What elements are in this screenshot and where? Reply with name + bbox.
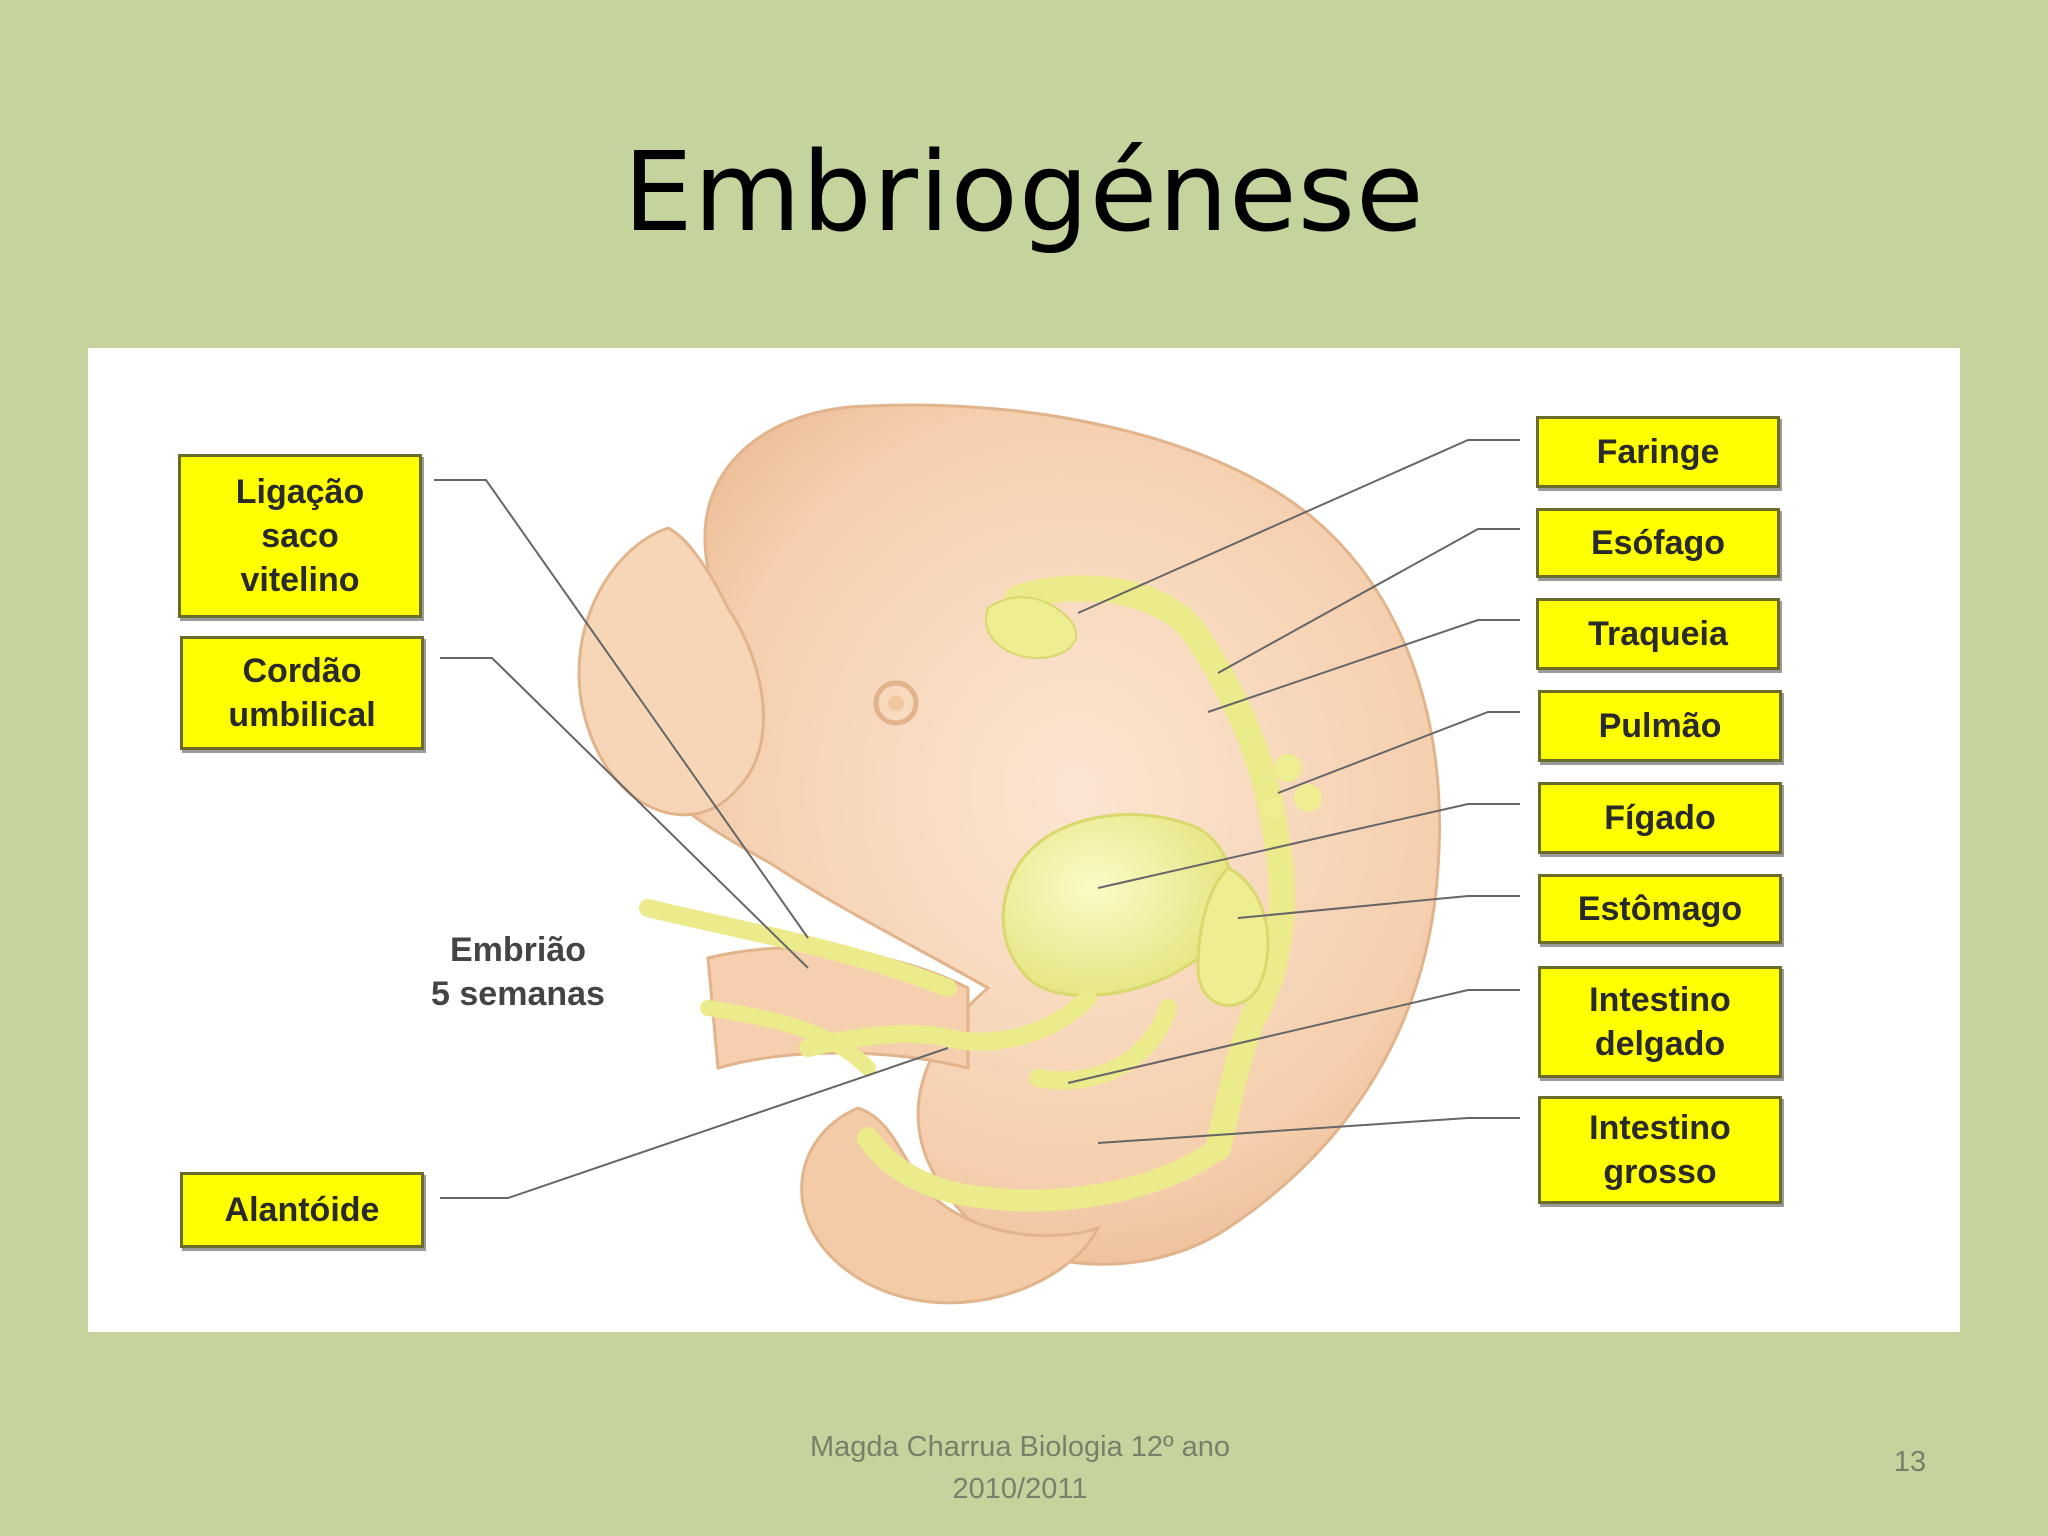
label-cordao-umbilical: Cordão umbilical xyxy=(180,636,424,750)
embryo-caption: Embrião 5 semanas xyxy=(431,931,605,1013)
leader-intestino-delgado xyxy=(1067,989,1520,1084)
leader-estomago xyxy=(1237,895,1520,919)
large-intestine xyxy=(857,1127,1229,1212)
label-figado: Fígado xyxy=(1538,782,1782,854)
embryo-diagram: Ligação saco vitelino Cordão umbilical A… xyxy=(88,348,1960,1332)
embryo-body xyxy=(630,403,1441,1266)
foregut xyxy=(1005,575,1295,1161)
allantois xyxy=(700,1000,876,1076)
leader-pulmao xyxy=(1277,711,1520,794)
leader-esofago xyxy=(1217,528,1520,674)
leader-alantoide xyxy=(440,1047,949,1199)
label-estomago: Estômago xyxy=(1538,874,1782,944)
leader-cordao xyxy=(440,657,809,969)
leader-traqueia xyxy=(1207,619,1520,713)
page-number: 13 xyxy=(1893,1446,1927,1478)
leader-ligacao xyxy=(434,479,809,939)
label-alantoide: Alantóide xyxy=(180,1172,424,1248)
label-intestino-grosso: Intestino grosso xyxy=(1538,1096,1782,1204)
pharynx xyxy=(985,596,1078,660)
label-ligacao-saco-vitelino: Ligação saco vitelino xyxy=(178,454,422,618)
label-esofago: Esófago xyxy=(1536,508,1780,578)
slide-title: Embriogénese xyxy=(623,128,1425,256)
small-intestine xyxy=(799,989,1177,1090)
embryo-illustration xyxy=(434,403,1520,1305)
label-intestino-delgado: Intestino delgado xyxy=(1538,966,1782,1078)
leader-faringe xyxy=(1077,439,1520,614)
stomach xyxy=(1196,866,1270,1007)
footer-author: Magda Charrua Biologia 12º ano 2010/2011 xyxy=(809,1431,1231,1505)
label-traqueia: Traqueia xyxy=(1536,598,1780,670)
leader-figado xyxy=(1097,803,1520,889)
label-pulmao: Pulmão xyxy=(1538,690,1782,762)
yolk-sac-duct xyxy=(639,899,957,997)
label-faringe: Faringe xyxy=(1536,416,1780,488)
leader-intestino-grosso xyxy=(1097,1117,1520,1144)
